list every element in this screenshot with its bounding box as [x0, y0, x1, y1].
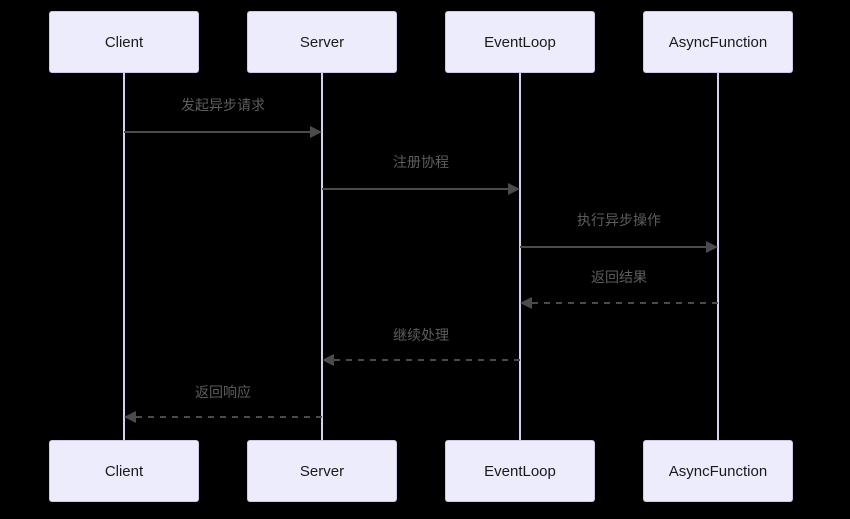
participant-label-asyncfunction-top: AsyncFunction: [668, 33, 768, 51]
message-label-5: 继续处理: [393, 327, 449, 343]
message-arrowhead-3: [706, 241, 718, 253]
message-arrowhead-4: [520, 297, 532, 309]
participant-box-client-bottom[interactable]: Client: [49, 440, 199, 502]
participant-box-asyncfunction-top[interactable]: AsyncFunction: [643, 11, 793, 73]
participant-box-server-top[interactable]: Server: [247, 11, 397, 73]
message-line-3: [520, 246, 706, 248]
message-arrowhead-6: [124, 411, 136, 423]
participant-box-asyncfunction-bottom[interactable]: AsyncFunction: [643, 440, 793, 502]
lifeline-server: [321, 73, 323, 441]
message-line-1: [124, 131, 310, 133]
message-line-5: [334, 359, 520, 361]
participant-label-server-bottom: Server: [299, 462, 345, 480]
participant-box-server-bottom[interactable]: Server: [247, 440, 397, 502]
message-label-2: 注册协程: [393, 154, 449, 170]
participant-label-client-bottom: Client: [104, 462, 144, 480]
message-label-3: 执行异步操作: [577, 212, 661, 228]
participant-label-eventloop-top: EventLoop: [484, 33, 556, 51]
participant-box-eventloop-bottom[interactable]: EventLoop: [445, 440, 595, 502]
lifeline-client: [123, 73, 125, 441]
message-line-6: [136, 416, 322, 418]
participant-box-eventloop-top[interactable]: EventLoop: [445, 11, 595, 73]
message-arrowhead-5: [322, 354, 334, 366]
participant-label-asyncfunction-bottom: AsyncFunction: [668, 462, 768, 480]
lifeline-asyncfunction: [717, 73, 719, 441]
lifeline-eventloop: [519, 73, 521, 441]
message-line-4: [532, 302, 718, 304]
participant-box-client-top[interactable]: Client: [49, 11, 199, 73]
participant-label-eventloop-bottom: EventLoop: [484, 462, 556, 480]
message-label-4: 返回结果: [591, 269, 647, 285]
message-arrowhead-1: [310, 126, 322, 138]
message-label-1: 发起异步请求: [181, 97, 265, 113]
message-line-2: [322, 188, 508, 190]
message-arrowhead-2: [508, 183, 520, 195]
participant-label-client-top: Client: [104, 33, 144, 51]
participant-label-server-top: Server: [299, 33, 345, 51]
message-label-6: 返回响应: [195, 384, 251, 400]
